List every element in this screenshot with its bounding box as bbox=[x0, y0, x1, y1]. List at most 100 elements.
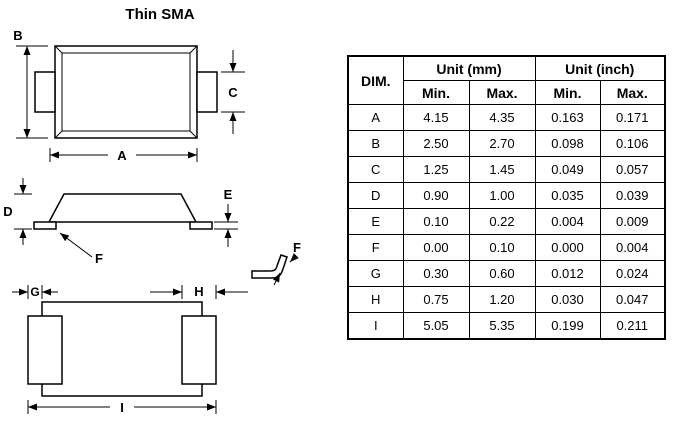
value-cell: 0.00 bbox=[402, 234, 470, 261]
drawing-title: Thin SMA bbox=[125, 6, 195, 23]
footprint-outline bbox=[41, 301, 203, 397]
body-profile bbox=[47, 193, 198, 223]
dim-label-c: C bbox=[228, 85, 238, 100]
value-cell: 0.199 bbox=[534, 312, 601, 340]
lead-detail-drawing: F bbox=[251, 240, 301, 286]
value-cell: 0.004 bbox=[534, 208, 601, 235]
value-cell: 5.05 bbox=[402, 312, 470, 340]
value-cell: 0.60 bbox=[468, 260, 536, 287]
value-cell: 0.30 bbox=[402, 260, 470, 287]
left-terminal bbox=[34, 71, 56, 113]
f-callout: F bbox=[59, 232, 103, 266]
value-cell: 0.098 bbox=[534, 130, 601, 157]
dim-label-h: H bbox=[194, 284, 203, 299]
dim-label-cell: G bbox=[347, 260, 404, 287]
dim-label-a: A bbox=[117, 148, 127, 163]
side-view-drawing: D E F bbox=[3, 178, 238, 266]
value-cell: 1.25 bbox=[402, 156, 470, 183]
dim-label-i: I bbox=[120, 400, 124, 415]
b-dimension: B bbox=[13, 28, 48, 139]
left-lead-foot bbox=[33, 221, 57, 230]
value-cell: 2.50 bbox=[402, 130, 470, 157]
value-cell: 0.211 bbox=[599, 312, 666, 340]
value-cell: 1.20 bbox=[468, 286, 536, 313]
value-cell: 0.163 bbox=[534, 104, 601, 131]
value-cell: 0.009 bbox=[599, 208, 666, 235]
a-dimension: A bbox=[49, 148, 198, 163]
dim-label-g: G bbox=[30, 285, 39, 299]
left-pad bbox=[27, 315, 63, 385]
body-outline bbox=[54, 45, 198, 139]
i-dimension: I bbox=[27, 400, 217, 415]
dim-label-cell: C bbox=[347, 156, 404, 183]
value-cell: 0.10 bbox=[468, 234, 536, 261]
dimension-table: DIM. Unit (mm) Unit (inch) Min. Max. Min… bbox=[347, 55, 666, 340]
dim-label-d: D bbox=[3, 204, 12, 219]
body-inner-edge bbox=[61, 52, 191, 132]
g-dimension: G bbox=[12, 285, 58, 299]
value-cell: 0.047 bbox=[599, 286, 666, 313]
d-dimension: D bbox=[3, 178, 32, 245]
c-dimension: C bbox=[221, 50, 245, 134]
value-cell: 4.35 bbox=[468, 104, 536, 131]
value-cell: 0.049 bbox=[534, 156, 601, 183]
dim-label-cell: B bbox=[347, 130, 404, 157]
value-cell: 0.057 bbox=[599, 156, 666, 183]
dim-label-f-detail: F bbox=[293, 240, 301, 255]
value-cell: 0.035 bbox=[534, 182, 601, 209]
dim-label-e: E bbox=[224, 187, 233, 202]
value-cell: 0.75 bbox=[402, 286, 470, 313]
dim-label-f-side: F bbox=[95, 251, 103, 266]
e-dimension: E bbox=[214, 187, 238, 247]
table-header-row-units: DIM. Unit (mm) Unit (inch) bbox=[347, 55, 666, 105]
h-dimension: H bbox=[150, 284, 248, 299]
value-cell: 0.030 bbox=[534, 286, 601, 313]
value-cell: 5.35 bbox=[468, 312, 536, 340]
unit-inch-header: Unit (inch) bbox=[534, 55, 666, 81]
value-cell: 0.10 bbox=[402, 208, 470, 235]
mm-min-header: Min. bbox=[402, 80, 470, 105]
mm-max-header: Max. bbox=[468, 80, 536, 105]
right-terminal bbox=[196, 71, 218, 113]
lead-cross-section bbox=[251, 254, 288, 279]
top-view-drawing: B C A bbox=[13, 28, 245, 163]
inch-max-header: Max. bbox=[599, 80, 666, 105]
dim-label-cell: H bbox=[347, 286, 404, 313]
value-cell: 0.22 bbox=[468, 208, 536, 235]
dim-label-cell: D bbox=[347, 182, 404, 209]
value-cell: 0.039 bbox=[599, 182, 666, 209]
right-pad bbox=[181, 315, 217, 385]
right-lead-foot bbox=[189, 221, 213, 230]
value-cell: 0.004 bbox=[599, 234, 666, 261]
value-cell: 0.024 bbox=[599, 260, 666, 287]
bottom-view-drawing: G H I bbox=[12, 284, 248, 415]
dim-label-cell: E bbox=[347, 208, 404, 235]
unit-mm-header: Unit (mm) bbox=[402, 55, 536, 81]
value-cell: 1.45 bbox=[468, 156, 536, 183]
dim-label-cell: I bbox=[347, 312, 404, 340]
dim-column-header: DIM. bbox=[347, 55, 404, 105]
mechanical-drawings: B C A bbox=[3, 28, 301, 415]
dim-label-b: B bbox=[13, 28, 22, 43]
value-cell: 1.00 bbox=[468, 182, 536, 209]
table-header-row-minmax: Min. Max. Min. Max. bbox=[348, 80, 666, 105]
value-cell: 0.012 bbox=[534, 260, 601, 287]
inch-min-header: Min. bbox=[534, 80, 601, 105]
value-cell: 2.70 bbox=[468, 130, 536, 157]
value-cell: 0.106 bbox=[599, 130, 666, 157]
value-cell: 0.171 bbox=[599, 104, 666, 131]
value-cell: 0.000 bbox=[534, 234, 601, 261]
dim-label-cell: F bbox=[347, 234, 404, 261]
f-dimension-detail: F bbox=[272, 240, 301, 286]
value-cell: 0.90 bbox=[402, 182, 470, 209]
